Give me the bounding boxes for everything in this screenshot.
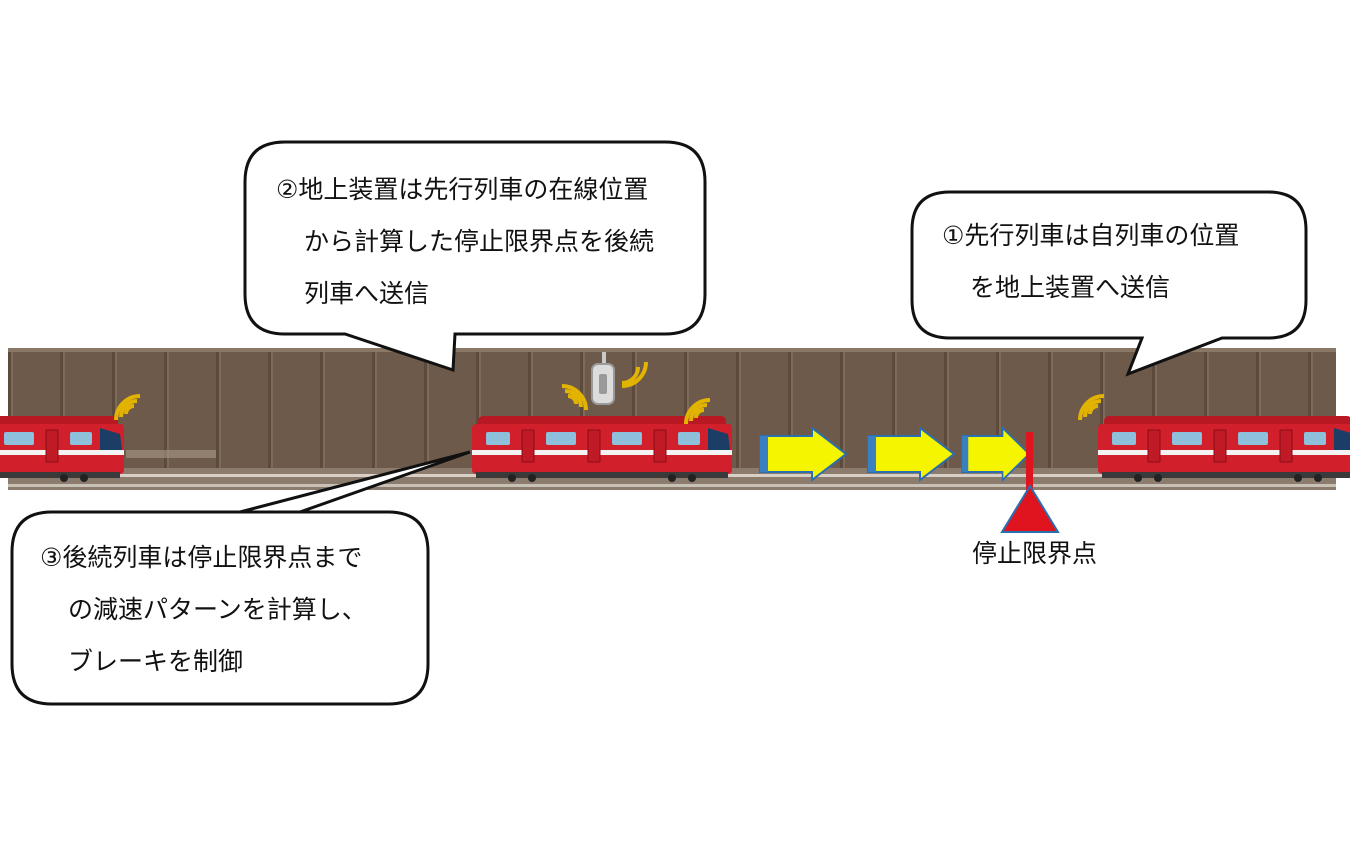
stop-point-label: 停止限界点 bbox=[972, 539, 1098, 568]
callout-line: 列車へ送信 bbox=[304, 279, 430, 308]
callout-line: ①先行列車は自列車の位置 bbox=[942, 221, 1240, 250]
ground-callout-bubble bbox=[243, 140, 707, 373]
rear-train-icon bbox=[0, 415, 216, 483]
radio-wave-icon bbox=[621, 361, 648, 388]
ground-antenna-icon bbox=[591, 352, 615, 405]
callout-line: ブレーキを制御 bbox=[68, 647, 244, 676]
leading-callout-bubble bbox=[910, 190, 1308, 377]
following-callout-bubble bbox=[10, 450, 471, 706]
leading-train-icon bbox=[1097, 415, 1350, 483]
callout-line: ③後続列車は停止限界点まで bbox=[40, 543, 363, 572]
following-train-icon bbox=[471, 415, 733, 483]
ground-callout-text: ②地上装置は先行列車の在線位置 から計算した停止限界点を後続 列車へ送信 bbox=[276, 164, 654, 320]
callout-line: の減速パターンを計算し、 bbox=[68, 595, 367, 624]
callout-line: から計算した停止限界点を後続 bbox=[304, 227, 655, 256]
callout-line: ②地上装置は先行列車の在線位置 bbox=[276, 175, 649, 204]
leading-callout-text: ①先行列車は自列車の位置 を地上装置へ送信 bbox=[942, 210, 1239, 314]
callout-line: を地上装置へ送信 bbox=[970, 273, 1171, 302]
stop-marker-icon bbox=[1000, 432, 1060, 533]
following-callout-text: ③後続列車は停止限界点まで の減速パターンを計算し、 ブレーキを制御 bbox=[40, 532, 367, 688]
